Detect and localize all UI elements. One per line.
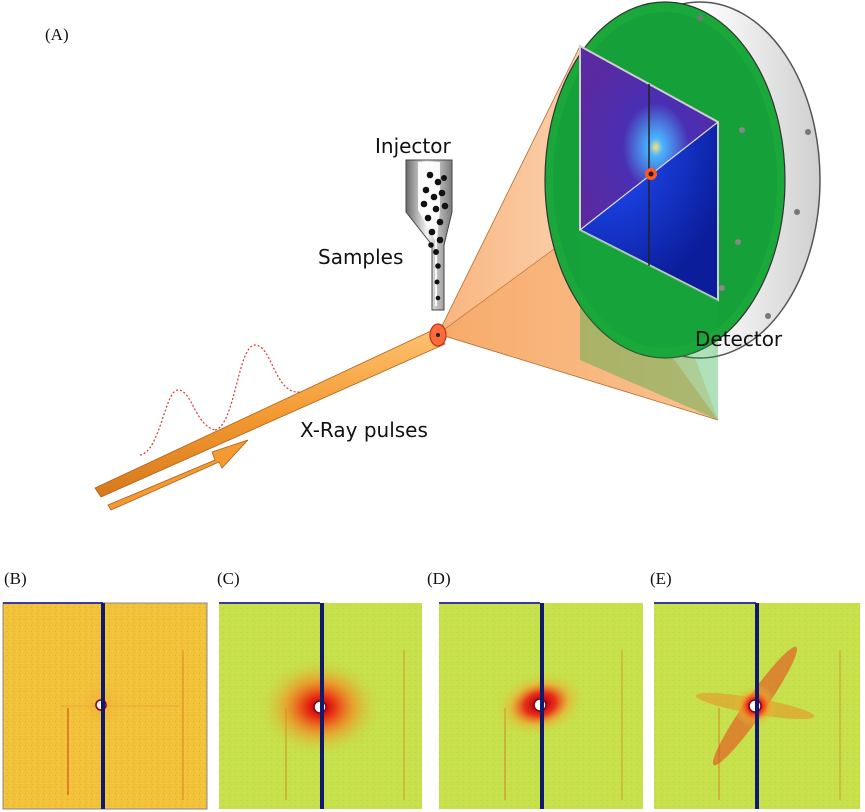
beam-direction-arrow — [107, 439, 249, 511]
panel-label-a: (A) — [45, 25, 69, 44]
injector-label: Injector — [375, 134, 452, 158]
diffraction-pattern-c — [219, 602, 422, 809]
samples-label: Samples — [318, 245, 403, 269]
diffraction-pattern-d — [439, 602, 643, 809]
detector-panel — [579, 44, 719, 420]
diffraction-pattern-e — [654, 602, 860, 809]
panel-label-d: (D) — [427, 569, 451, 588]
xray-pulse-curves — [139, 344, 301, 456]
panel-label-b: (B) — [4, 569, 27, 588]
detector-label: Detector — [695, 327, 783, 351]
xray-beam — [94, 323, 447, 498]
panel-label-c: (C) — [217, 569, 240, 588]
injector-nozzle — [405, 159, 453, 311]
xray-pulses-label: X-Ray pulses — [300, 418, 428, 442]
panel-label-e: (E) — [650, 569, 672, 588]
diffraction-pattern-b — [2, 602, 208, 810]
sample-droplets — [420, 171, 449, 301]
